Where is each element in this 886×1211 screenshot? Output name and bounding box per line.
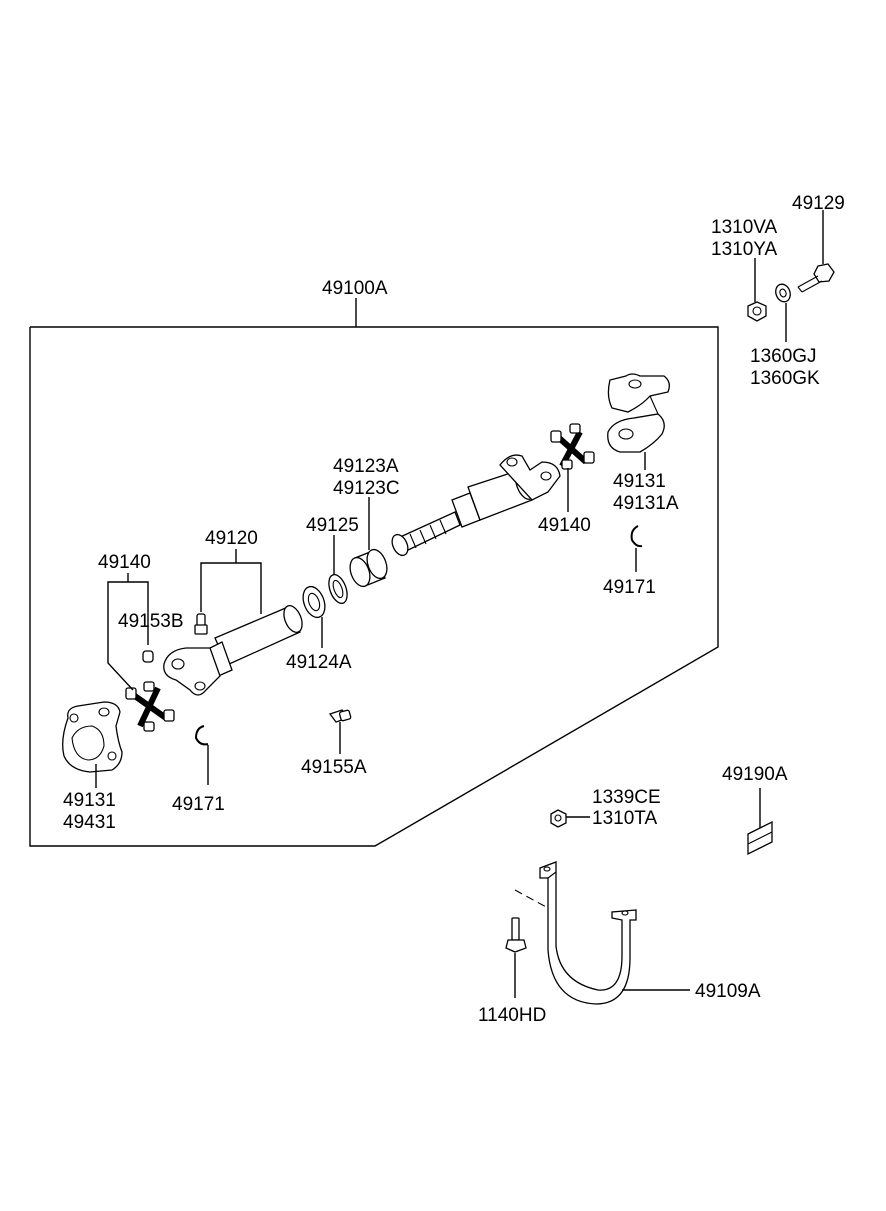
nut-1339CE (550, 809, 567, 828)
label-49109A: 49109A (695, 981, 761, 1002)
seal-49123A (349, 548, 388, 588)
label-49140-right: 49140 (538, 515, 591, 536)
label-49190A: 49190A (722, 764, 788, 785)
label-49131A: 49131A (613, 493, 679, 514)
washer-1360GJ (775, 283, 791, 303)
label-1310VA: 1310VA (711, 217, 778, 238)
leader-49120 (200, 562, 262, 614)
leader-49140-left (107, 581, 149, 691)
label-plate-49190A (747, 820, 773, 856)
tube-49120 (163, 605, 303, 696)
label-49125: 49125 (306, 515, 359, 536)
safety-strap-49109A (539, 861, 637, 1005)
bolt-49129 (797, 263, 835, 293)
universal-joint-left (125, 681, 175, 732)
assembly-boundary (29, 298, 719, 847)
label-49171-left: 49171 (172, 794, 225, 815)
label-49140-left: 49140 (98, 552, 151, 573)
label-49171-right: 49171 (603, 577, 656, 598)
label-1310YA: 1310YA (711, 239, 778, 260)
label-1360GK: 1360GK (750, 368, 820, 389)
label-49100A: 49100A (322, 278, 388, 299)
label-49123A: 49123A (333, 456, 399, 477)
flange-yoke-left (62, 701, 123, 773)
label-1140HD: 1140HD (478, 1005, 546, 1026)
label-49431: 49431 (63, 812, 116, 833)
grease-fitting-49153B (194, 613, 208, 635)
label-49124A: 49124A (286, 652, 352, 673)
label-49131-left: 49131 (63, 790, 116, 811)
label-1360GJ: 1360GJ (750, 346, 817, 367)
label-1310TA: 1310TA (592, 808, 657, 829)
flange-yoke-right (607, 373, 670, 453)
bolt-1140HD (505, 889, 549, 953)
label-49123C: 49123C (333, 478, 400, 499)
fitting-49155A (328, 709, 352, 723)
label-1339CE: 1339CE (592, 787, 661, 808)
snap-ring-left (194, 725, 209, 746)
ring-49124A (302, 585, 326, 619)
nut-1310VA (747, 301, 767, 322)
snap-ring-right (630, 525, 643, 548)
washer-49125 (328, 573, 348, 605)
grease-fitting-left (142, 650, 154, 663)
label-49131-right: 49131 (613, 471, 666, 492)
universal-joint-right (550, 423, 595, 470)
label-49129: 49129 (792, 193, 845, 214)
label-49155A: 49155A (301, 757, 367, 778)
label-49153B: 49153B (118, 611, 184, 632)
slip-yoke-shaft (391, 454, 561, 557)
label-49120: 49120 (205, 528, 258, 549)
